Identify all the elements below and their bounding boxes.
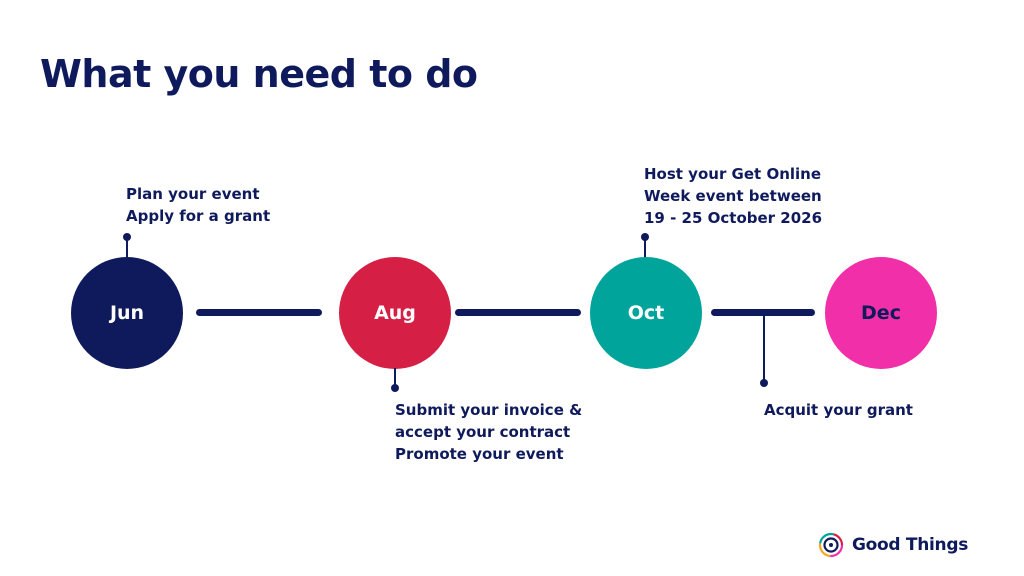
month-label-dec: Dec	[861, 302, 901, 324]
timeline-connector-aug-oct	[455, 309, 581, 316]
timeline-connector-jun-aug	[196, 309, 322, 316]
oct-note-line-1: Host your Get Online	[644, 165, 822, 183]
good-things-logo-icon	[818, 532, 844, 558]
dec-note-line-1: Acquit your grant	[764, 401, 913, 419]
jun-note-line-1: Plan your event	[126, 185, 260, 203]
month-label-aug: Aug	[374, 302, 416, 324]
oct-note-line-2: Week event between	[644, 187, 822, 205]
jun-note-dot	[123, 233, 131, 241]
brand-name: Good Things	[852, 535, 969, 555]
jun-note-line-2: Apply for a grant	[126, 207, 271, 225]
aug-note-tick	[394, 368, 396, 388]
aug-note: Submit your invoice & accept your contra…	[395, 399, 582, 465]
aug-note-line-3: Promote your event	[395, 445, 564, 463]
month-circle-dec: Dec	[825, 257, 937, 369]
dec-note: Acquit your grant	[764, 399, 913, 421]
dec-note-dot	[760, 379, 768, 387]
jun-note: Plan your event Apply for a grant	[126, 183, 270, 227]
month-circle-jun: Jun	[71, 257, 183, 369]
month-label-jun: Jun	[109, 302, 145, 324]
month-label-oct: Oct	[627, 302, 665, 324]
aug-note-line-1: Submit your invoice &	[395, 401, 583, 419]
aug-note-line-2: accept your contract	[395, 423, 571, 441]
brand-logo: Good Things	[818, 532, 968, 558]
jun-note-tick	[126, 238, 128, 258]
oct-note-tick	[644, 238, 646, 258]
oct-note-line-3: 19 - 25 October 2026	[644, 209, 823, 227]
timeline-connector-oct-dec	[711, 309, 815, 316]
aug-note-dot	[391, 384, 399, 392]
page-title: What you need to do	[40, 52, 478, 96]
oct-note: Host your Get Online Week event between …	[644, 163, 822, 229]
dec-note-tick	[763, 313, 765, 382]
month-circle-oct: Oct	[590, 257, 702, 369]
oct-note-dot	[641, 233, 649, 241]
month-circle-aug: Aug	[339, 257, 451, 369]
